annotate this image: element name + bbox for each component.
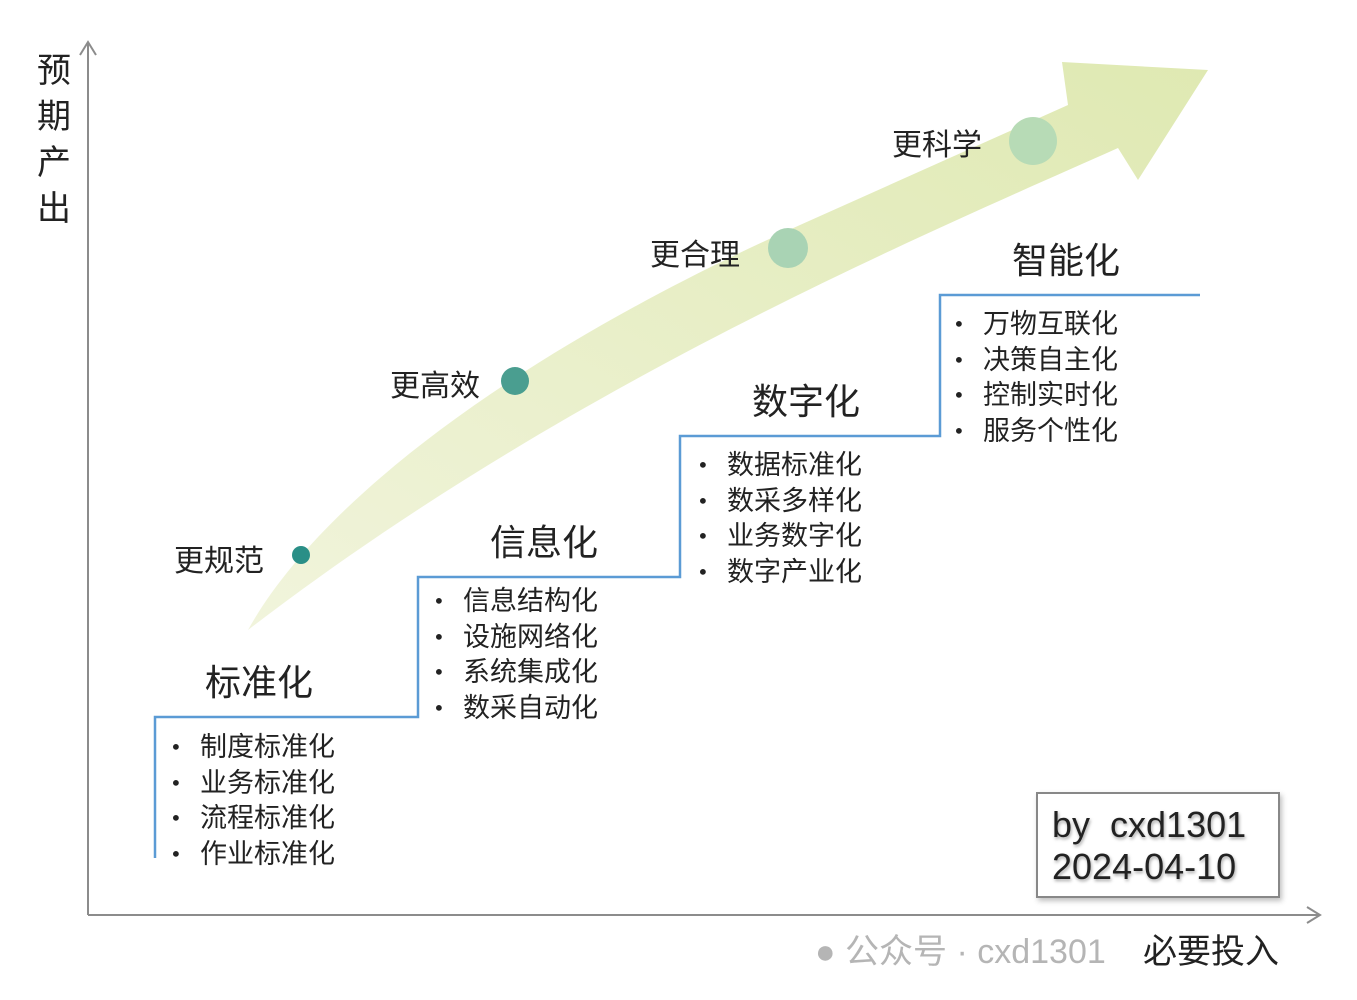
list-item: 数据标准化 bbox=[697, 448, 862, 484]
x-axis-label: 必要投入 bbox=[1143, 932, 1279, 972]
stair-line bbox=[153, 293, 1200, 858]
y-axis-arrowhead bbox=[79, 40, 97, 56]
goal-dot-3 bbox=[768, 228, 808, 268]
stage-title-4: 智能化 bbox=[1012, 241, 1121, 282]
stage-items-3: 数据标准化 数采多样化 业务数字化 数字产业化 bbox=[697, 448, 862, 590]
stage-title-2: 信息化 bbox=[490, 523, 599, 564]
list-item: 信息结构化 bbox=[433, 584, 598, 620]
list-item: 制度标准化 bbox=[170, 730, 335, 766]
list-item: 服务个性化 bbox=[953, 414, 1118, 450]
list-item: 万物互联化 bbox=[953, 307, 1118, 343]
list-item: 控制实时化 bbox=[953, 378, 1118, 414]
goal-label-4: 更科学 bbox=[892, 128, 982, 163]
y-label-char: 产 bbox=[37, 143, 71, 183]
list-item: 数采多样化 bbox=[697, 484, 862, 520]
stage-items-4: 万物互联化 决策自主化 控制实时化 服务个性化 bbox=[953, 307, 1118, 449]
stage-title-1: 标准化 bbox=[205, 663, 314, 704]
x-axis-arrowhead bbox=[1306, 906, 1322, 924]
signature-date: 2024-04-10 bbox=[1052, 846, 1237, 887]
signature-box: by cxd1301 2024-04-10 bbox=[1036, 792, 1280, 898]
goal-label-2: 更高效 bbox=[390, 369, 480, 404]
watermark-text: 公众号 · cxd1301 bbox=[845, 933, 1106, 971]
watermark: ● 公众号 · cxd1301 bbox=[815, 924, 1106, 973]
stage-items-1: 制度标准化 业务标准化 流程标准化 作业标准化 bbox=[170, 730, 335, 872]
goal-label-3: 更合理 bbox=[650, 238, 740, 273]
y-label-char: 预 bbox=[37, 51, 71, 91]
wechat-icon: ● bbox=[815, 933, 836, 971]
goal-dot-2 bbox=[501, 367, 529, 395]
list-item: 业务数字化 bbox=[697, 519, 862, 555]
goal-dot-1 bbox=[292, 546, 310, 564]
growth-arrow bbox=[248, 62, 1208, 630]
list-item: 决策自主化 bbox=[953, 343, 1118, 379]
list-item: 业务标准化 bbox=[170, 766, 335, 802]
goal-dot-4 bbox=[1009, 117, 1057, 165]
list-item: 系统集成化 bbox=[433, 655, 598, 691]
list-item: 作业标准化 bbox=[170, 837, 335, 873]
y-label-char: 出 bbox=[37, 189, 71, 229]
stage-title-3: 数字化 bbox=[752, 382, 861, 423]
list-item: 流程标准化 bbox=[170, 801, 335, 837]
y-label-char: 期 bbox=[37, 97, 71, 137]
list-item: 数字产业化 bbox=[697, 555, 862, 591]
stage-items-2: 信息结构化 设施网络化 系统集成化 数采自动化 bbox=[433, 584, 598, 726]
list-item: 设施网络化 bbox=[433, 620, 598, 656]
list-item: 数采自动化 bbox=[433, 691, 598, 727]
signature-author: by cxd1301 bbox=[1052, 804, 1247, 845]
goal-label-1: 更规范 bbox=[174, 544, 264, 579]
y-axis-label: 预 期 产 出 bbox=[34, 48, 74, 232]
